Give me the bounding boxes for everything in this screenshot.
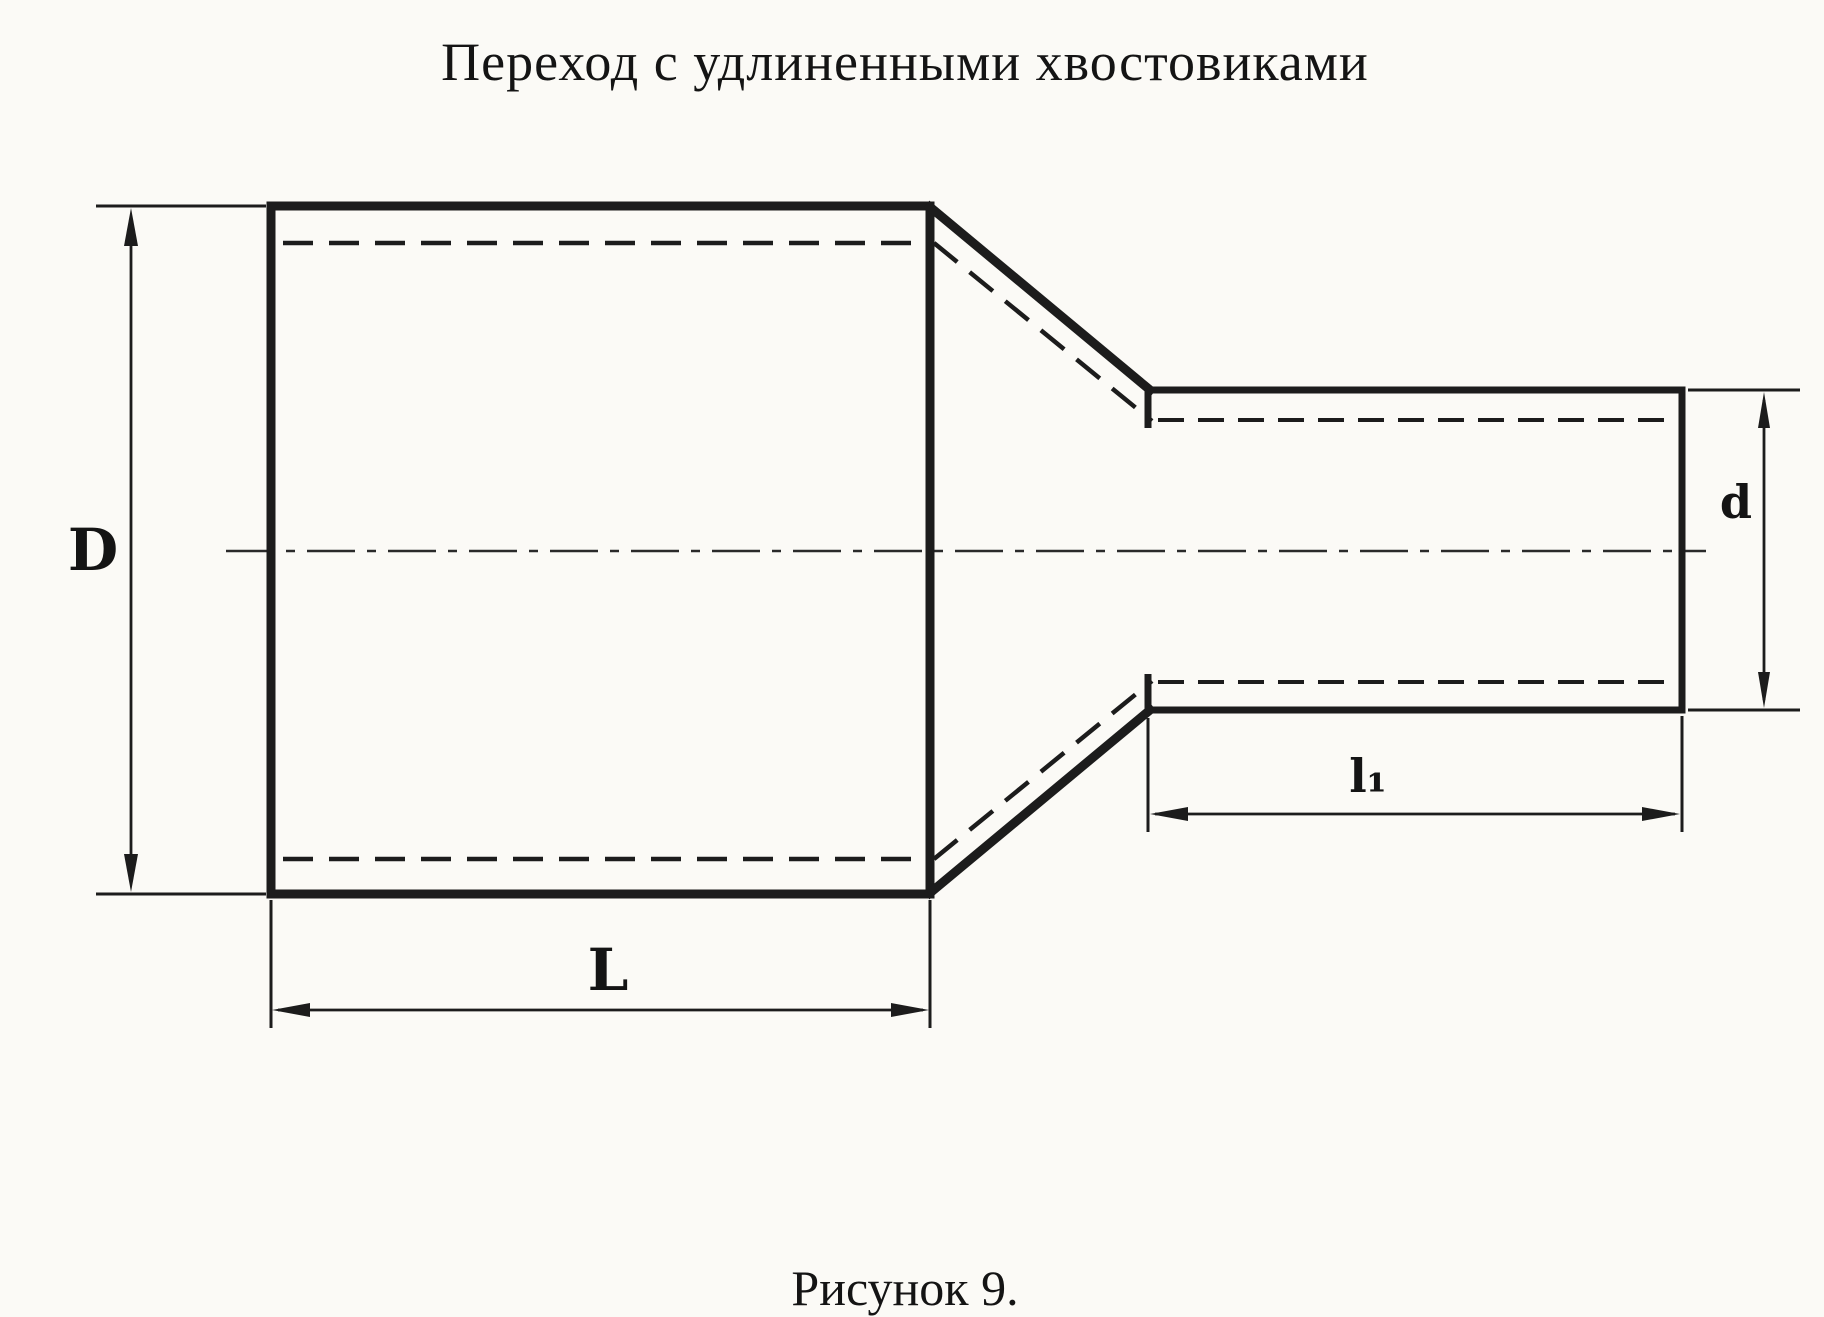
dim-L-arrowhead-left — [272, 1003, 310, 1017]
dim-D-arrowhead-down — [124, 854, 138, 892]
cone-inner-wall-top — [932, 241, 1154, 423]
cone-outline-top — [923, 200, 1157, 397]
label-small-diameter: d — [1720, 475, 1752, 529]
cone-inner-wall-bottom — [932, 679, 1154, 861]
dim-L-arrowhead-right — [891, 1003, 929, 1017]
dim-D-arrowhead-up — [124, 208, 138, 246]
label-body-length: L — [588, 936, 629, 1004]
large-pipe-outline — [266, 201, 935, 899]
cone-outline-bottom — [923, 703, 1157, 900]
label-outer-diameter: D — [68, 516, 118, 584]
dim-d-arrowhead-down — [1758, 672, 1770, 708]
dim-l1-arrowhead-right — [1642, 807, 1680, 821]
drawing-title: Переход с удлиненными хвостовиками — [441, 32, 1369, 92]
label-tail-length: l₁ — [1349, 749, 1387, 803]
dim-d-arrowhead-up — [1758, 392, 1770, 428]
figure-caption: Рисунок 9. — [791, 1260, 1018, 1316]
dim-l1-arrowhead-left — [1150, 807, 1188, 821]
